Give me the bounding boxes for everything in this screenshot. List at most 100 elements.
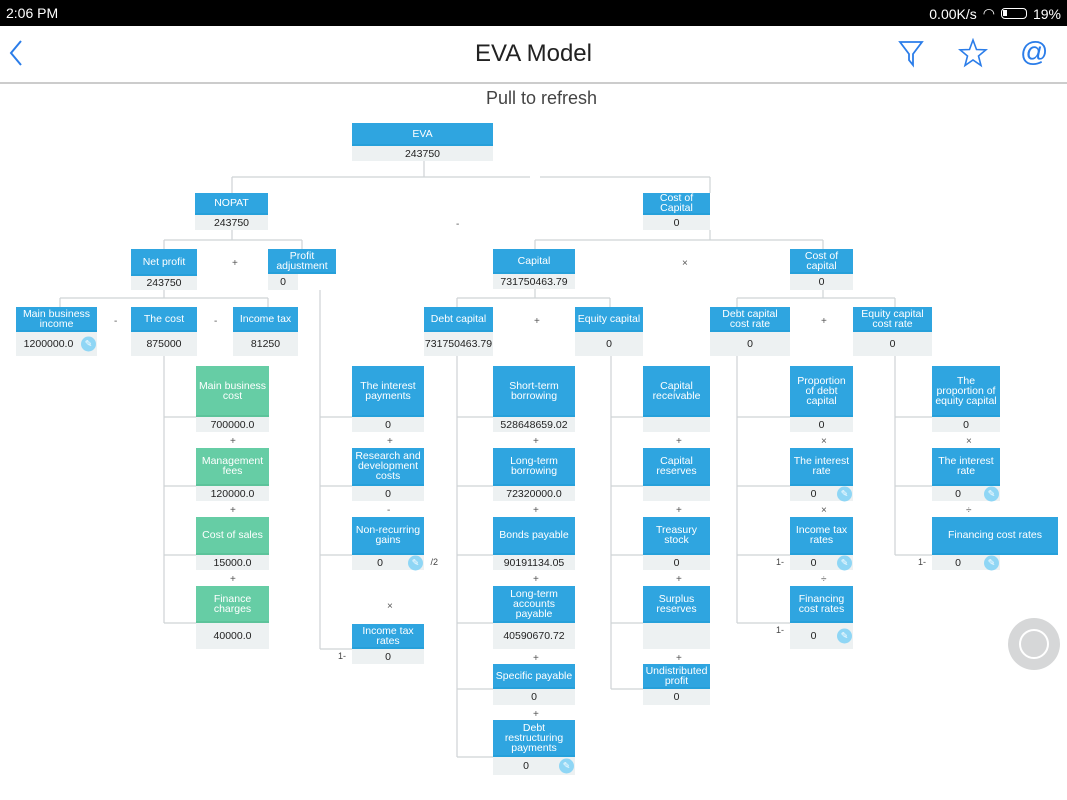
node-label[interactable]: Main business cost bbox=[196, 366, 269, 417]
node-label[interactable]: Research and development costs bbox=[352, 448, 424, 486]
edit-pencil-icon[interactable]: ✎ bbox=[408, 555, 423, 570]
node-label[interactable]: The interest rate bbox=[932, 448, 1000, 486]
tree-node[interactable]: Capital reserves bbox=[643, 448, 710, 501]
node-value: 40000.0 bbox=[196, 623, 269, 649]
node-label[interactable]: NOPAT bbox=[195, 193, 268, 215]
node-label[interactable]: Financing cost rates bbox=[790, 586, 853, 623]
node-value-text: 0 bbox=[523, 760, 529, 772]
floating-assistive-button[interactable] bbox=[1008, 618, 1060, 670]
operator-symbol: × bbox=[387, 601, 393, 612]
filter-icon[interactable] bbox=[898, 38, 924, 75]
node-label[interactable]: Cost of sales bbox=[196, 517, 269, 555]
node-value-text: 1200000.0 bbox=[23, 338, 74, 350]
node-label[interactable]: Debt restructuring payments bbox=[493, 720, 575, 757]
node-label[interactable]: Capital bbox=[493, 249, 575, 274]
node-label[interactable]: Long-term accounts payable bbox=[493, 586, 575, 623]
edit-pencil-icon[interactable]: ✎ bbox=[837, 628, 852, 644]
node-label[interactable]: Debt capital bbox=[424, 307, 493, 332]
tree-node[interactable]: Capital receivable bbox=[643, 366, 710, 432]
at-icon[interactable]: @ bbox=[1020, 36, 1049, 67]
node-label[interactable]: The cost bbox=[131, 307, 197, 332]
node-label[interactable]: Short-term borrowing bbox=[493, 366, 575, 417]
node-label[interactable]: Undistributed profit bbox=[643, 664, 710, 689]
node-label[interactable]: Bonds payable bbox=[493, 517, 575, 555]
node-label[interactable]: Income tax rates bbox=[352, 624, 424, 649]
node-label[interactable]: Equity capital cost rate bbox=[853, 307, 932, 332]
node-label[interactable]: Management fees bbox=[196, 448, 269, 486]
operator-symbol: + bbox=[230, 436, 236, 447]
node-label[interactable]: Surplus reserves bbox=[643, 586, 710, 623]
node-label[interactable]: Equity capital bbox=[575, 307, 643, 332]
chevron-left-icon[interactable] bbox=[8, 38, 24, 75]
node-label[interactable]: Long-term borrowing bbox=[493, 448, 575, 486]
node-label[interactable]: The interest payments bbox=[352, 366, 424, 417]
node-label[interactable]: Proportion of debt capital bbox=[790, 366, 853, 417]
node-label[interactable]: Non-recurring gains bbox=[352, 517, 424, 555]
tree-node[interactable]: Main business income 1200000.0 ✎ bbox=[16, 307, 97, 356]
node-label[interactable]: Debt capital cost rate bbox=[710, 307, 790, 332]
tree-node[interactable]: Surplus reserves bbox=[643, 586, 710, 649]
node-label[interactable]: Capital receivable bbox=[643, 366, 710, 417]
node-label[interactable]: Finance charges bbox=[196, 586, 269, 623]
node-label[interactable]: Cost of capital bbox=[790, 249, 853, 274]
node-label[interactable]: Capital reserves bbox=[643, 448, 710, 486]
edit-pencil-icon[interactable]: ✎ bbox=[984, 555, 999, 570]
edit-pencil-icon[interactable]: ✎ bbox=[559, 758, 574, 774]
node-value: 0 bbox=[493, 689, 575, 705]
edit-pencil-icon[interactable]: ✎ bbox=[984, 486, 999, 501]
operator-symbol: + bbox=[230, 574, 236, 585]
node-label[interactable]: Net profit bbox=[131, 249, 197, 276]
tree-node[interactable]: Debt restructuring payments 0 ✎ bbox=[493, 720, 575, 775]
node-label[interactable]: Treasury stock bbox=[643, 517, 710, 555]
star-icon[interactable] bbox=[957, 37, 989, 75]
node-label[interactable]: Specific payable bbox=[493, 664, 575, 689]
edit-pencil-icon[interactable]: ✎ bbox=[837, 486, 852, 501]
edit-pencil-icon[interactable]: ✎ bbox=[81, 336, 96, 352]
node-label[interactable]: Financing cost rates bbox=[932, 517, 1058, 555]
node-label[interactable]: Income tax rates bbox=[790, 517, 853, 555]
node-label[interactable]: Cost of Capital bbox=[643, 193, 710, 215]
node-label[interactable]: EVA bbox=[352, 123, 493, 146]
node-label[interactable]: The proportion of equity capital bbox=[932, 366, 1000, 417]
node-label[interactable]: Profit adjustment bbox=[268, 249, 336, 274]
node-label[interactable]: Income tax bbox=[233, 307, 298, 332]
node-label[interactable]: The interest rate bbox=[790, 448, 853, 486]
edit-pencil-icon[interactable]: ✎ bbox=[837, 555, 852, 570]
node-label[interactable]: Main business income bbox=[16, 307, 97, 332]
